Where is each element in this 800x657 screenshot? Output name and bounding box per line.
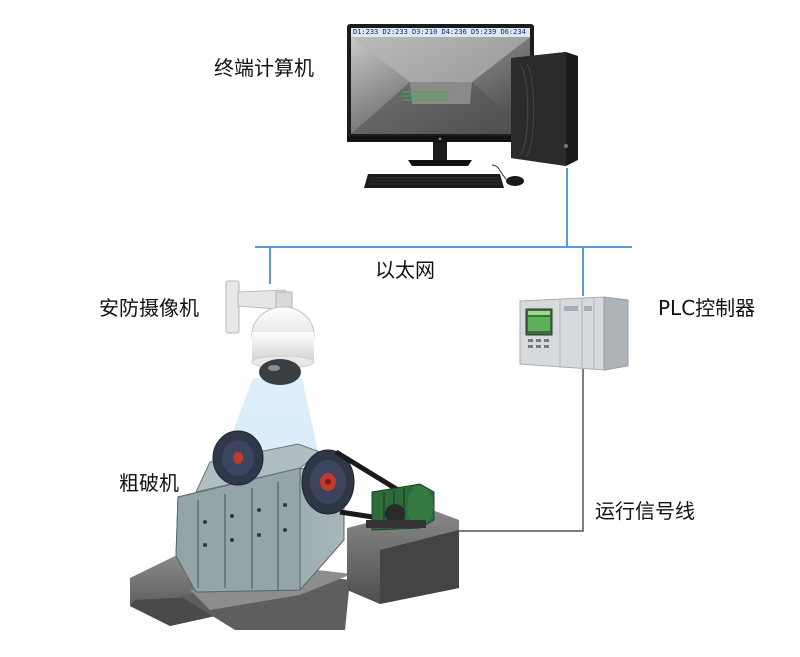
- mouse: [506, 176, 524, 186]
- terminal-computer: [347, 24, 578, 188]
- label-plc-controller: PLC控制器: [658, 296, 756, 320]
- ethernet-bus: [255, 168, 632, 296]
- label-security-camera: 安防摄像机: [99, 296, 199, 320]
- label-ethernet: 以太网: [375, 258, 435, 282]
- plc-controller: [519, 296, 629, 371]
- label-coarse-crusher: 粗破机: [119, 471, 179, 495]
- label-terminal-computer: 终端计算机: [214, 56, 314, 80]
- coarse-crusher: [130, 430, 459, 630]
- run-signal-wire: [455, 368, 584, 532]
- monitor-status-bar: D1:233 D2:233 D3:210 D4:236 D5:239 D6:23…: [353, 28, 526, 36]
- label-run-signal-line: 运行信号线: [595, 499, 695, 523]
- camera-wall-plate: [225, 280, 240, 334]
- monitor-stand: [433, 142, 447, 160]
- camera-lens: [259, 359, 301, 385]
- drive-motor: [366, 483, 435, 531]
